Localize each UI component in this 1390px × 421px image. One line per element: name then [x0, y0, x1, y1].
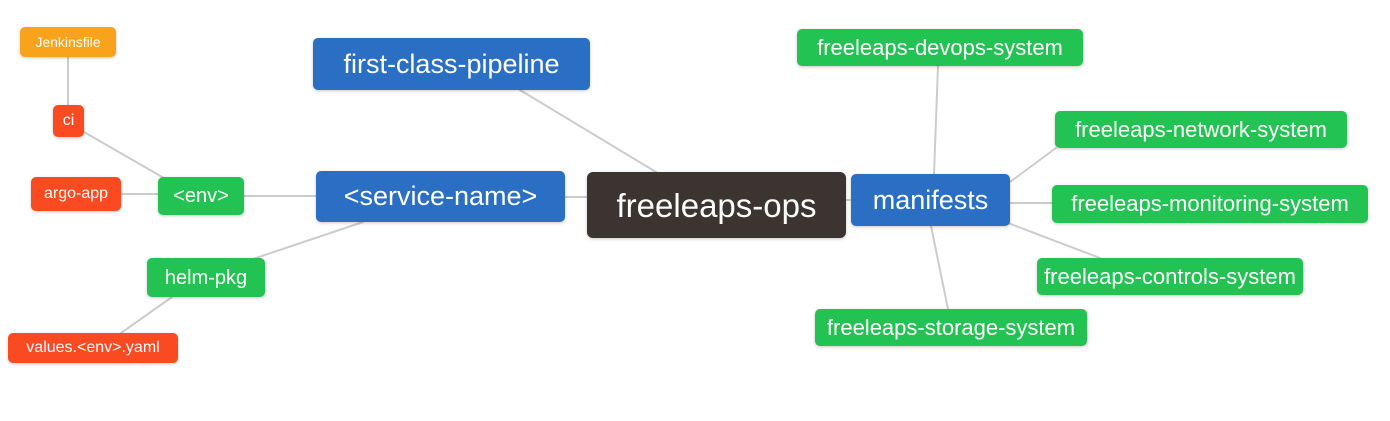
node-ci[interactable]: ci [53, 105, 84, 137]
node-env[interactable]: <env> [158, 177, 244, 215]
node-argo-app[interactable]: argo-app [31, 177, 121, 211]
node-freeleaps-monitoring-system[interactable]: freeleaps-monitoring-system [1052, 185, 1368, 223]
node-values-env-yaml[interactable]: values.<env>.yaml [8, 333, 178, 363]
edge-manifests-devops-system [933, 65, 939, 175]
node-freeleaps-ops-root[interactable]: freeleaps-ops [587, 172, 846, 238]
edge-ci-env [83, 131, 165, 179]
edge-manifests-controls-system [1007, 222, 1101, 259]
node-freeleaps-controls-system[interactable]: freeleaps-controls-system [1037, 258, 1303, 295]
edge-manifests-network-system [1009, 147, 1057, 183]
node-freeleaps-network-system[interactable]: freeleaps-network-system [1055, 111, 1347, 148]
node-service-name[interactable]: <service-name> [316, 171, 565, 222]
node-manifests[interactable]: manifests [851, 174, 1010, 226]
node-first-class-pipeline[interactable]: first-class-pipeline [313, 38, 590, 90]
edge-manifests-storage-system [930, 225, 949, 310]
node-freeleaps-storage-system[interactable]: freeleaps-storage-system [815, 309, 1087, 346]
edge-pipeline-root [519, 89, 657, 173]
edge-helmpkg-servicename [252, 221, 364, 260]
edge-values-helmpkg [120, 296, 173, 334]
node-jenkinsfile[interactable]: Jenkinsfile [20, 27, 116, 57]
node-helm-pkg[interactable]: helm-pkg [147, 258, 265, 297]
node-freeleaps-devops-system[interactable]: freeleaps-devops-system [797, 29, 1083, 66]
